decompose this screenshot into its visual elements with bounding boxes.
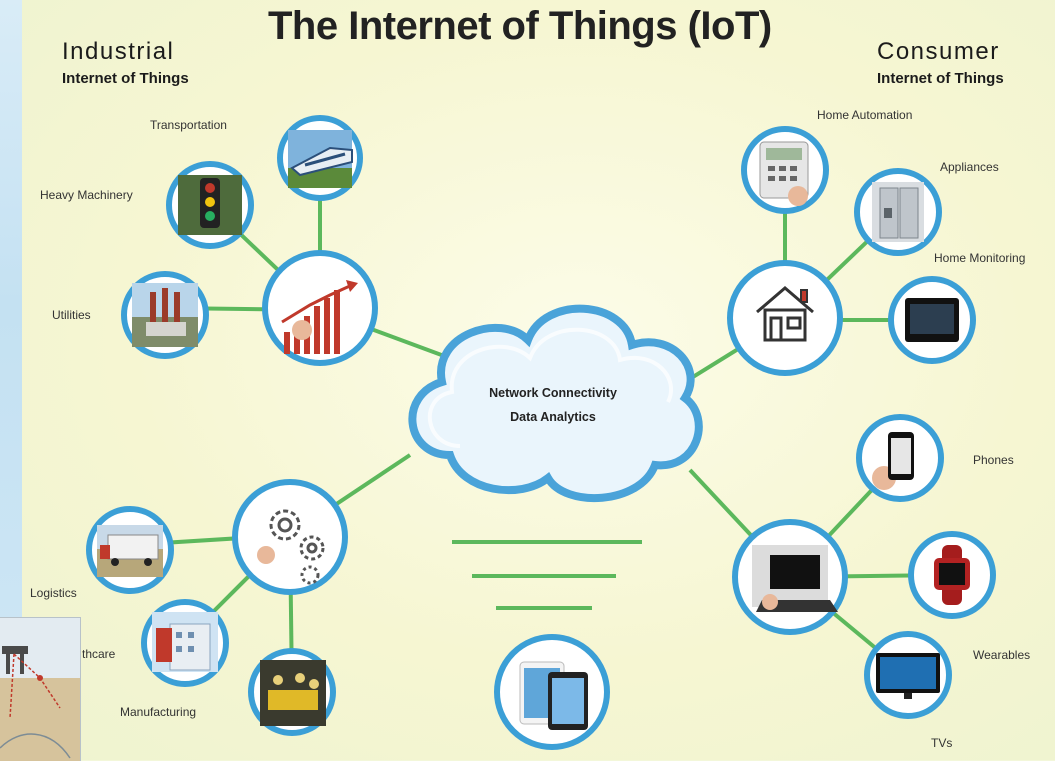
thermostat-icon: [905, 298, 959, 342]
label-wearables: Wearables: [973, 648, 1031, 662]
truck-icon: [97, 525, 163, 577]
label-logistics: Logistics: [30, 586, 77, 600]
label-tvs: TVs: [931, 736, 953, 750]
growth-chart-icon: [281, 280, 358, 354]
label-heavy-machinery: Heavy Machinery: [40, 188, 133, 202]
industrial-heading: Industrial: [62, 38, 175, 65]
workers-icon: [260, 660, 326, 726]
smartwatch-icon: [934, 545, 970, 605]
keypad-icon: [759, 141, 809, 206]
gears-icon: [257, 509, 325, 585]
left-background-strip: [0, 0, 22, 760]
label-transportation: Transportation: [150, 118, 227, 132]
house-icon: [756, 286, 814, 342]
tv-icon: [876, 653, 940, 699]
industrial-subheading: Internet of Things: [62, 70, 189, 87]
phone-icon: [872, 432, 914, 490]
oil-rig-icon: [0, 618, 80, 761]
hospital-icon: [152, 612, 218, 672]
label-home-monitoring: Home Monitoring: [934, 251, 1026, 265]
train-icon: [288, 130, 353, 188]
label-home-automation: Home Automation: [817, 108, 913, 122]
cloud-line-1: Network Connectivity: [489, 386, 617, 400]
traffic-light-icon: [178, 175, 242, 235]
laptop-icon: [752, 545, 838, 612]
label-phones: Phones: [973, 453, 1014, 467]
label-healthcare: thcare: [82, 647, 116, 661]
page-title: The Internet of Things (IoT): [268, 4, 772, 48]
label-appliances: Appliances: [940, 160, 999, 174]
label-utilities: Utilities: [52, 308, 91, 322]
cloud: [408, 304, 703, 503]
factory-icon: [132, 283, 198, 347]
cloud-line-2: Data Analytics: [510, 410, 596, 424]
consumer-subheading: Internet of Things: [877, 70, 1004, 87]
inset-photo: [0, 617, 81, 761]
fridge-icon: [872, 182, 924, 242]
tablet-icon: [519, 661, 588, 730]
label-manufacturing: Manufacturing: [120, 705, 197, 719]
consumer-heading: Consumer: [877, 38, 1000, 65]
